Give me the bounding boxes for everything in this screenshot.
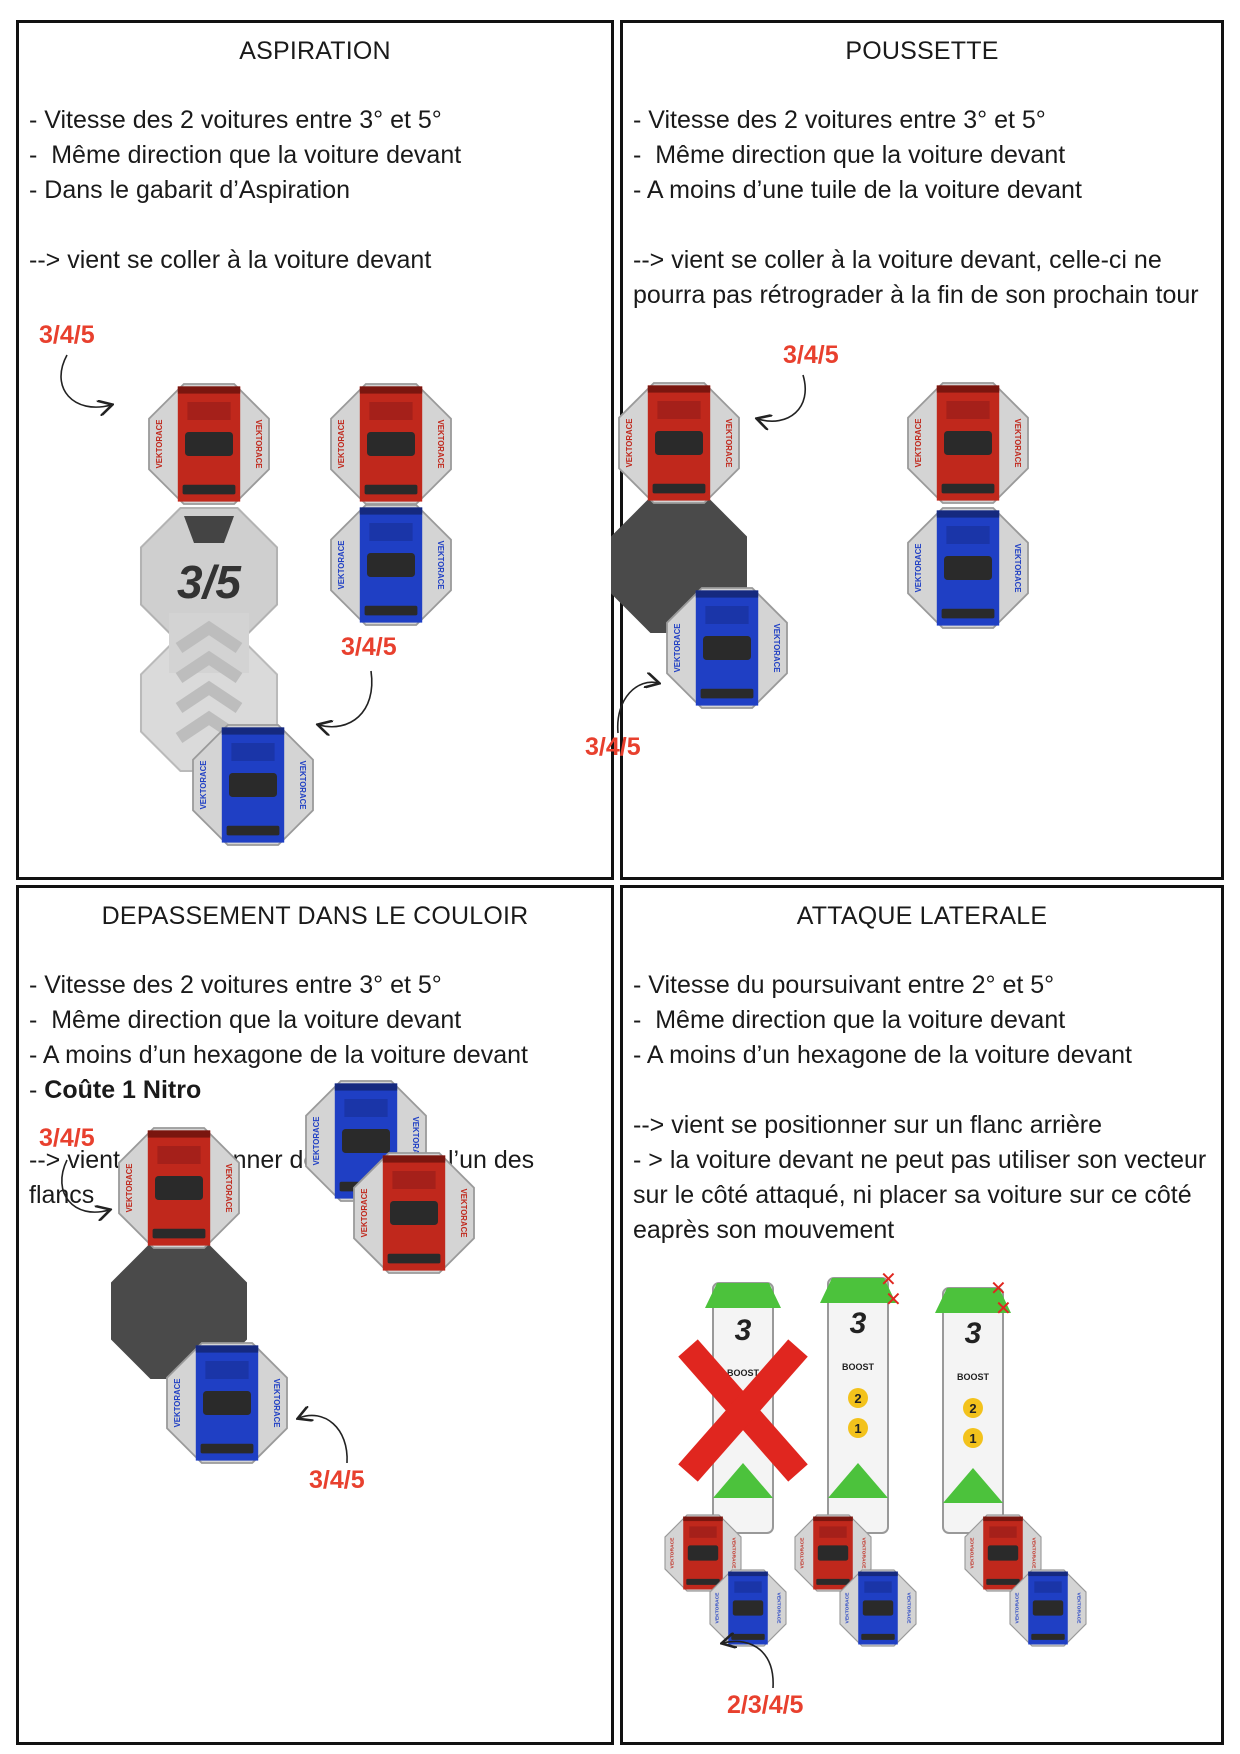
speed-label: 3/4/5: [39, 321, 95, 349]
gear-label: 3: [850, 1307, 867, 1340]
blocked-mark: ✕: [880, 1269, 897, 1291]
rule-line: - A moins d’un hexagone de la voiture de…: [633, 1041, 1132, 1069]
arrow: [60, 354, 111, 407]
rules-list: - Vitesse du poursuivant entre 2° et 5° …: [633, 968, 1211, 1248]
rule-cost: - Coûte 1 Nitro: [29, 1076, 202, 1104]
rule-line: - Vitesse des 2 voitures entre 3° et 5°: [29, 106, 442, 134]
boost-label: BOOST: [842, 1362, 875, 1372]
arrow: [617, 682, 658, 734]
rule-line: - Même direction que la voiture devant: [29, 141, 462, 169]
blue-car-follower: [666, 587, 788, 709]
attaque-diagram: 3 BOOST 3 BOOST 2 1 ✕ ✕ 3 BOOST 2: [664, 1269, 1087, 1719]
blocked-mark: ✕: [885, 1289, 902, 1311]
rule-result: --> vient se positionner sur un flanc ar…: [633, 1111, 1102, 1139]
blue-car-result: [907, 507, 1029, 629]
speed-label: 3/4/5: [585, 733, 641, 761]
gear-label: 1: [854, 1421, 861, 1436]
boost-label: BOOST: [727, 1368, 760, 1378]
rule-line: - A moins d’un hexagone de la voiture de…: [29, 1041, 528, 1069]
red-car-front: [148, 383, 270, 505]
poussette-diagram: 3/4/5 3/4/5: [585, 341, 1029, 761]
speed-label: 2/3/4/5: [727, 1691, 804, 1719]
panel-title: ASPIRATION: [239, 37, 391, 65]
arrow: [723, 1641, 774, 1689]
blue-car: [839, 1569, 917, 1647]
panel-title: DEPASSEMENT DANS LE COULOIR: [101, 902, 529, 930]
rules-list: - Vitesse des 2 voitures entre 3° et 5° …: [29, 103, 601, 278]
rule-line: - Même direction que la voiture devant: [633, 1006, 1066, 1034]
panel-aspiration: ASPIRATION - Vitesse des 2 voitures entr…: [16, 20, 614, 880]
vector-gauge-right: 3 BOOST 2 1 ✕ ✕: [935, 1278, 1012, 1534]
red-car-front: [618, 382, 740, 504]
arrow: [61, 1159, 109, 1212]
arrow: [319, 670, 373, 727]
blocked-mark: ✕: [995, 1298, 1012, 1320]
panel-title: POUSSETTE: [845, 37, 999, 65]
blue-car-follower: [166, 1342, 288, 1464]
nitro-cost: Coûte 1 Nitro: [44, 1076, 202, 1104]
rule-line: - A moins d’une tuile de la voiture deva…: [633, 176, 1082, 204]
red-car-result: [907, 382, 1029, 504]
vector-gauge-middle: 3 BOOST 2 1 ✕ ✕: [820, 1269, 902, 1534]
rule-line: - Même direction que la voiture devant: [29, 1006, 462, 1034]
rule-line: - Vitesse des 2 voitures entre 3° et 5°: [633, 106, 1046, 134]
rules-list: - Vitesse des 2 voitures entre 3° et 5° …: [633, 103, 1211, 313]
panel-poussette: POUSSETTE - Vitesse des 2 voitures entre…: [585, 20, 1224, 880]
red-car-front: [118, 1127, 240, 1249]
arrow: [758, 374, 806, 421]
gear-label: 2: [854, 1391, 861, 1406]
gear-label: 3: [735, 1314, 752, 1347]
speed-label: 3/4/5: [39, 1124, 95, 1152]
rule-line: - Vitesse du poursuivant entre 2° et 5°: [633, 971, 1055, 999]
blue-car: [1009, 1569, 1087, 1647]
blue-car-result: [330, 504, 452, 626]
red-car-result: [330, 383, 452, 505]
rule-line: - Dans le gabarit d’Aspiration: [29, 176, 350, 204]
rule-line: - Vitesse des 2 voitures entre 3° et 5°: [29, 971, 442, 999]
speed-label: 3/4/5: [783, 341, 839, 369]
rule-result: --> vient se coller à la voiture devant,…: [633, 246, 1199, 309]
panel-attaque-laterale: ATTAQUE LATERALE - Vitesse du poursuivan…: [620, 885, 1224, 1745]
rule-result: --> vient se coller à la voiture devant: [29, 246, 432, 274]
rule-line: - Même direction que la voiture devant: [633, 141, 1066, 169]
speed-label: 3/4/5: [341, 633, 397, 661]
rule-result: --> vient se positionner devant ou sur l…: [29, 1146, 535, 1209]
template-label: 3/5: [177, 556, 242, 608]
vector-gauge-blocked: 3 BOOST: [678, 1282, 808, 1534]
aspiration-diagram: 3/5 3/4/5 3/4/5: [39, 321, 452, 846]
rules-list: - Vitesse des 2 voitures entre 3° et 5° …: [29, 968, 601, 1213]
blue-car: [709, 1569, 787, 1647]
boost-label: BOOST: [957, 1372, 990, 1382]
panel-title: ATTAQUE LATERALE: [796, 902, 1048, 930]
gear-label: 3: [965, 1317, 982, 1350]
rule-result-detail: - > la voiture devant ne peut pas utilis…: [633, 1146, 1207, 1244]
gear-label: 2: [969, 1401, 976, 1416]
speed-label: 3/4/5: [309, 1466, 365, 1494]
panel-depassement: DEPASSEMENT DANS LE COULOIR - Vitesse de…: [16, 885, 614, 1745]
depassement-diagram: 3/4/5 3/4/5: [39, 1080, 475, 1494]
red-car-result: [353, 1152, 475, 1274]
blocked-mark: ✕: [990, 1278, 1007, 1300]
gear-label: 1: [969, 1431, 976, 1446]
arrow: [299, 1415, 348, 1464]
blue-car-follower: [192, 724, 314, 846]
